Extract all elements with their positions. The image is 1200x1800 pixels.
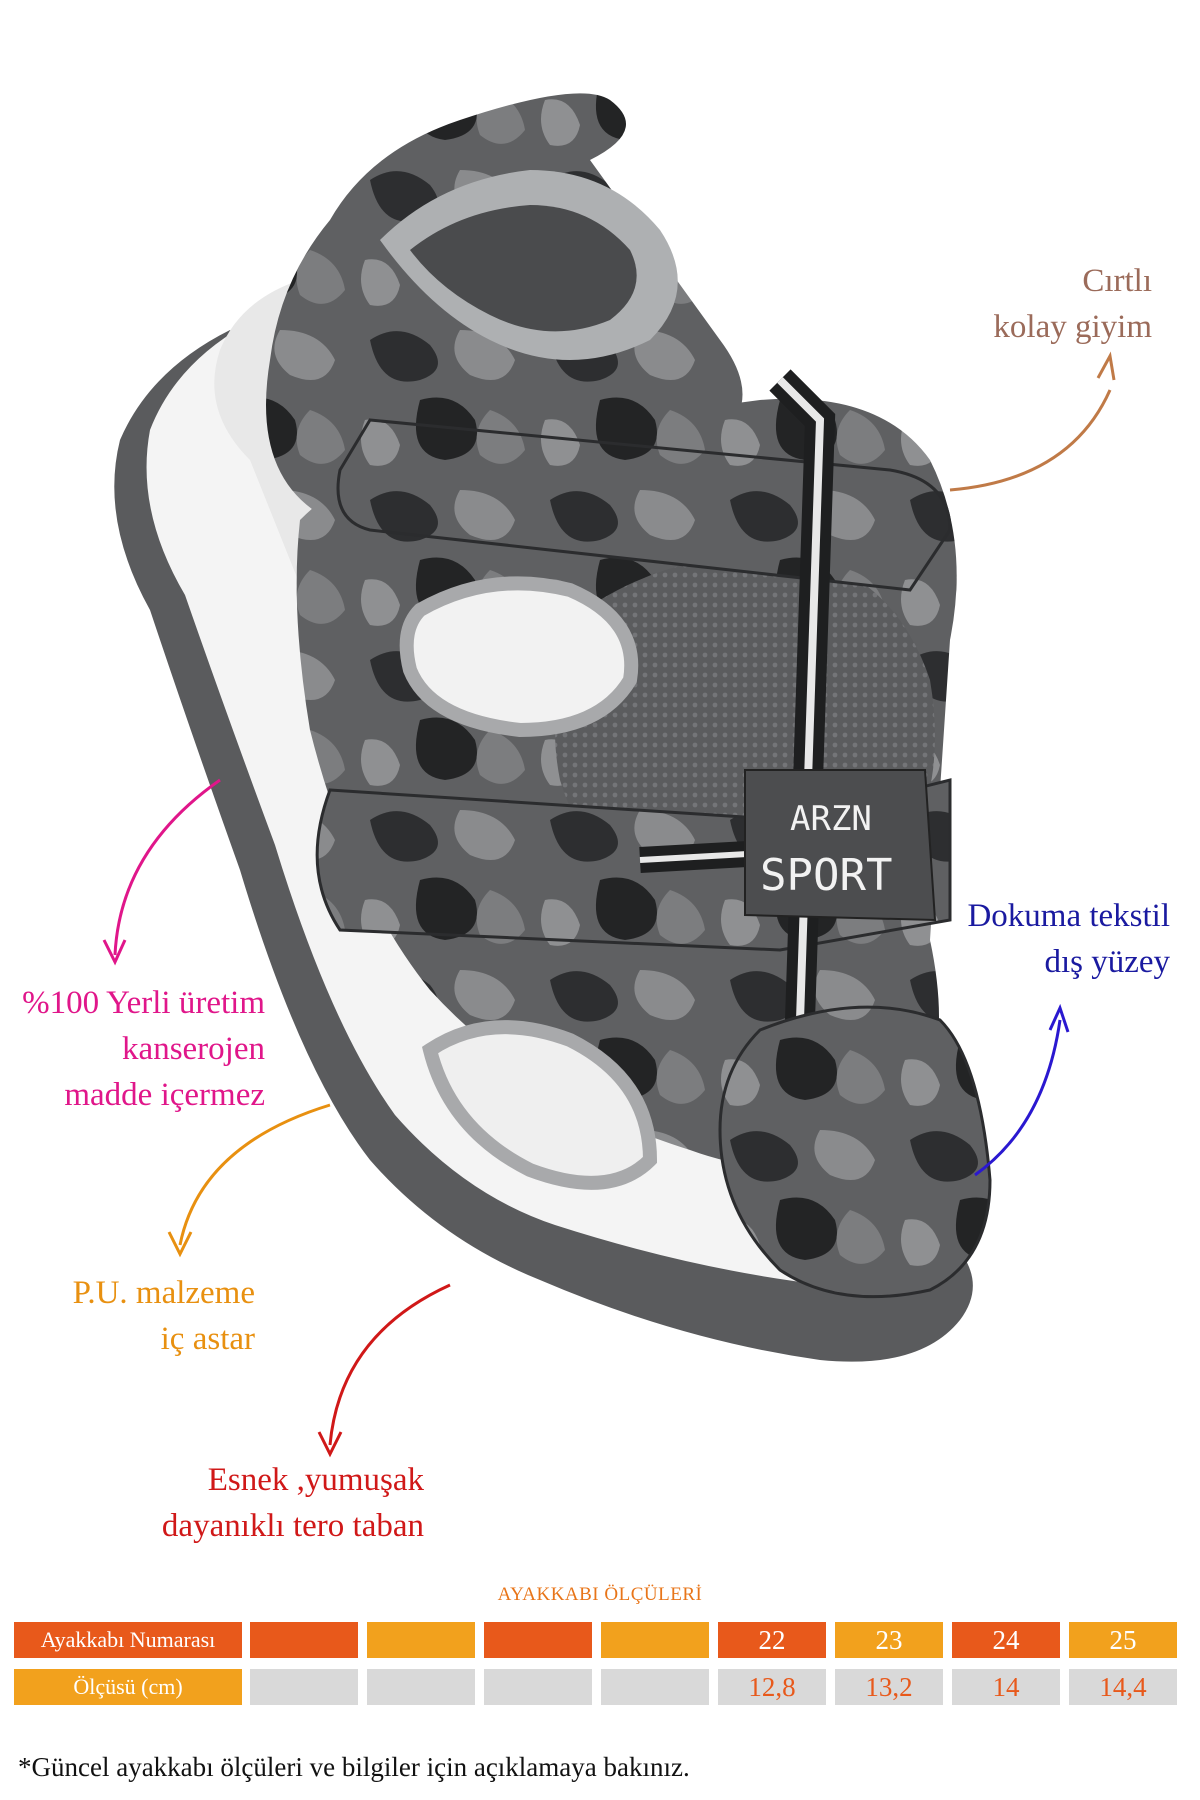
length-row-header: Ölçüsü (cm) — [14, 1669, 242, 1705]
callout-yerli-line2: kanserojen — [122, 1031, 265, 1067]
arrow-esnek-icon — [328, 1283, 451, 1446]
arrow-pu-icon — [178, 1103, 331, 1246]
callout-pu: P.U. malzeme iç astar — [73, 1270, 255, 1362]
length-cell — [601, 1669, 709, 1705]
callout-dokuma-line2: dış yüzey — [1044, 944, 1170, 980]
size-cell: 25 — [1069, 1622, 1177, 1658]
arrow-yerli-icon — [113, 778, 221, 956]
length-cell: 13,2 — [835, 1669, 943, 1705]
arrow-kolay-icon — [949, 389, 1112, 492]
callout-esnek-line1: Esnek ,yumuşak — [207, 1462, 424, 1498]
size-cell: 22 — [718, 1622, 826, 1658]
length-cell — [367, 1669, 475, 1705]
camo-sandal-image: ARZN SPORT — [102, 93, 1116, 1458]
callout-dokuma-line1: Dokuma tekstil — [967, 898, 1170, 934]
callout-pu-line1: P.U. malzeme — [72, 1275, 255, 1311]
callout-kolay-line1: Cırtlı — [1082, 263, 1152, 299]
size-cell — [601, 1622, 709, 1658]
arrow-dokuma-icon — [974, 1019, 1062, 1177]
callout-esnek: Esnek ,yumuşak dayanıklı tero taban — [162, 1457, 424, 1549]
size-cell — [367, 1622, 475, 1658]
size-cell — [484, 1622, 592, 1658]
length-cell — [484, 1669, 592, 1705]
callout-pu-line2: iç astar — [160, 1321, 255, 1357]
brand-line2: SPORT — [760, 850, 892, 901]
size-cell — [250, 1622, 358, 1658]
length-cell — [250, 1669, 358, 1705]
footnote: *Güncel ayakkabı ölçüleri ve bilgiler iç… — [18, 1752, 690, 1782]
length-cell: 12,8 — [718, 1669, 826, 1705]
size-cell: 23 — [835, 1622, 943, 1658]
size-cell: 24 — [952, 1622, 1060, 1658]
brand-tag: ARZN SPORT — [744, 769, 937, 922]
callout-yerli: %100 Yerli üretim kanserojen madde içerm… — [22, 980, 265, 1118]
callout-dokuma: Dokuma tekstil dış yüzey — [967, 893, 1170, 985]
callout-yerli-line1: %100 Yerli üretim — [22, 985, 265, 1021]
brand-line1: ARZN — [790, 799, 872, 839]
callout-kolay-line2: kolay giyim — [993, 309, 1152, 345]
size-row-header: Ayakkabı Numarası — [14, 1622, 242, 1658]
length-cell: 14 — [952, 1669, 1060, 1705]
size-table-title: AYAKKABI ÖLÇÜLERİ — [497, 1584, 703, 1605]
length-cell: 14,4 — [1069, 1669, 1177, 1705]
callout-kolay: Cırtlı kolay giyim — [993, 258, 1152, 350]
callout-esnek-line2: dayanıklı tero taban — [161, 1508, 424, 1544]
callout-yerli-line3: madde içermez — [64, 1077, 265, 1113]
